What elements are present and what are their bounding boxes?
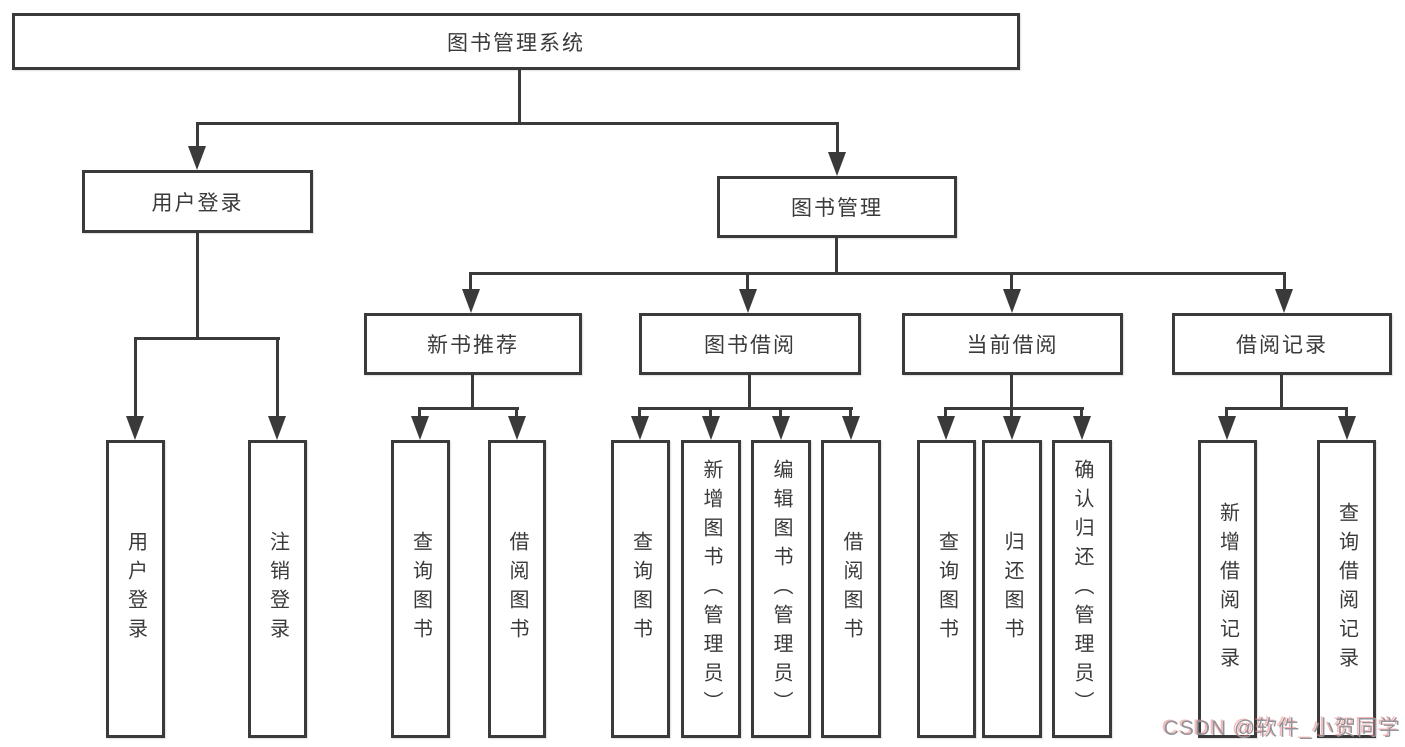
- arrow-down-icon: [1275, 289, 1293, 313]
- leaf-borrow-books-newbook: 借阅图书: [488, 440, 546, 738]
- leaf-label: 编辑图书（管理员）: [770, 458, 792, 720]
- connector-level3-rail: [469, 272, 1286, 275]
- connector-newbook-stub: [471, 375, 474, 410]
- leaf-label: 归还图书: [1001, 531, 1023, 647]
- node-current-borrow-label: 当前借阅: [966, 334, 1059, 357]
- leaf-logout: 注销登录: [248, 440, 307, 738]
- arrow-down-icon: [462, 289, 480, 313]
- leaf-label: 借阅图书: [840, 531, 862, 647]
- arrow-down-icon: [411, 416, 429, 440]
- leaf-label: 新增借阅记录: [1216, 502, 1239, 676]
- arrow-down-icon: [508, 416, 526, 440]
- arrow-down-icon: [631, 416, 649, 440]
- connector-stem: [1010, 272, 1013, 291]
- leaf-label: 查询图书: [409, 531, 432, 647]
- node-root-label: 图书管理系统: [447, 31, 585, 55]
- node-new-book-recommend: 新书推荐: [364, 313, 582, 375]
- arrow-down-icon: [828, 152, 846, 176]
- node-book-borrow-label: 图书借阅: [704, 334, 796, 357]
- connector-stem: [1345, 407, 1348, 418]
- leaf-label: 查询图书: [935, 531, 958, 647]
- arrow-down-icon: [268, 416, 286, 440]
- node-user-login-label: 用户登录: [151, 191, 244, 215]
- node-user-login: 用户登录: [82, 170, 313, 233]
- node-book-management-label: 图书管理: [791, 197, 883, 220]
- connector-currentborrow-stub: [1010, 375, 1013, 410]
- leaf-label: 借阅图书: [506, 531, 528, 647]
- arrow-down-icon: [702, 416, 720, 440]
- connector-stem: [944, 407, 947, 418]
- leaf-query-books-newbook: 查询图书: [391, 440, 450, 738]
- arrow-down-icon: [1073, 416, 1091, 440]
- connector-stem: [276, 337, 279, 418]
- leaf-label: 用户登录: [124, 531, 147, 647]
- connector-stem: [515, 407, 518, 418]
- leaf-borrow-books: 借阅图书: [821, 440, 881, 738]
- leaf-label: 查询图书: [629, 531, 652, 647]
- connector-stem: [418, 407, 421, 418]
- leaf-confirm-return-admin: 确认归还（管理员）: [1052, 440, 1112, 738]
- arrow-down-icon: [1003, 416, 1021, 440]
- connector-stem: [1225, 407, 1228, 418]
- connector-stem: [134, 337, 137, 418]
- connector-bookmgmt-stem: [836, 122, 839, 154]
- node-borrow-records: 借阅记录: [1172, 313, 1392, 375]
- arrow-down-icon: [772, 416, 790, 440]
- connector-currentborrow-rail: [944, 407, 1084, 410]
- node-current-borrow: 当前借阅: [902, 313, 1123, 375]
- leaf-label: 注销登录: [266, 531, 289, 647]
- arrow-down-icon: [1003, 289, 1021, 313]
- connector-root-stub: [518, 68, 521, 124]
- connector-stem: [1010, 407, 1013, 418]
- node-root: 图书管理系统: [12, 13, 1020, 70]
- node-book-borrow: 图书借阅: [639, 313, 861, 375]
- leaf-label: 确认归还（管理员）: [1071, 458, 1093, 720]
- csdn-watermark: CSDN @软件_小贺同学: [1163, 717, 1401, 740]
- arrow-down-icon: [188, 146, 206, 170]
- connector-userlogin-stem: [196, 122, 199, 150]
- node-borrow-records-label: 借阅记录: [1236, 334, 1328, 357]
- arrow-down-icon: [937, 416, 955, 440]
- leaf-user-login: 用户登录: [106, 440, 165, 738]
- leaf-label: 新增图书（管理员）: [700, 458, 722, 720]
- arrow-down-icon: [126, 416, 144, 440]
- arrow-down-icon: [1218, 416, 1236, 440]
- connector-stem: [746, 272, 749, 291]
- arrow-down-icon: [842, 416, 860, 440]
- connector-stem: [709, 407, 712, 418]
- connector-newbook-rail: [418, 407, 519, 410]
- connector-bookmgmt-stub: [835, 238, 838, 275]
- leaf-label: 查询借阅记录: [1335, 502, 1358, 676]
- connector-bookborrow-rail: [638, 407, 853, 410]
- connector-stem: [1080, 407, 1083, 418]
- node-book-management: 图书管理: [717, 176, 957, 238]
- leaf-query-books-current: 查询图书: [917, 440, 976, 738]
- leaf-edit-books-admin: 编辑图书（管理员）: [751, 440, 811, 738]
- connector-userlogin-rail: [134, 337, 280, 340]
- connector-userlogin-stub: [196, 233, 199, 340]
- connector-bookborrow-stub: [748, 375, 751, 410]
- connector-borrowrecords-rail: [1225, 407, 1348, 410]
- arrow-down-icon: [1338, 416, 1356, 440]
- leaf-query-books-borrow: 查询图书: [611, 440, 670, 738]
- arrow-down-icon: [739, 289, 757, 313]
- connector-root-rail: [196, 122, 839, 125]
- connector-stem: [849, 407, 852, 418]
- connector-stem: [1283, 272, 1286, 291]
- connector-stem: [638, 407, 641, 418]
- leaf-query-borrow-record: 查询借阅记录: [1317, 440, 1376, 738]
- leaf-return-books: 归还图书: [982, 440, 1042, 738]
- connector-stem: [469, 272, 472, 291]
- connector-borrowrecords-stub: [1280, 375, 1283, 410]
- node-new-book-recommend-label: 新书推荐: [427, 334, 519, 357]
- leaf-add-borrow-record: 新增借阅记录: [1198, 440, 1257, 738]
- leaf-add-books-admin: 新增图书（管理员）: [681, 440, 741, 738]
- connector-stem: [779, 407, 782, 418]
